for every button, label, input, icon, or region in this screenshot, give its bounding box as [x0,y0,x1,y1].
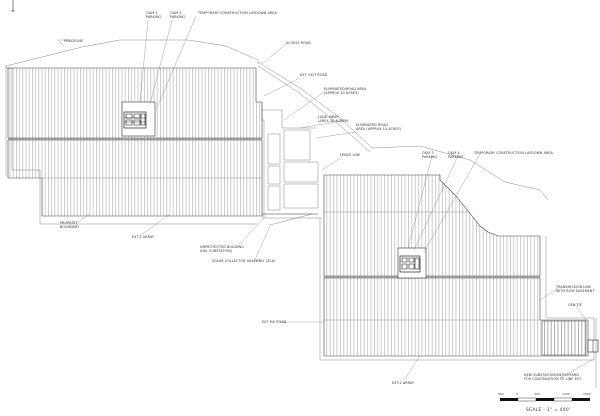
access-road-label: ACCESS ROAD [286,41,311,45]
solar-collector-label: SOLAR COLLECTOR ASSEMBLY (SCA) [212,259,275,263]
unprotected-building-label: UNPROTECTED BUILDING(INV. SUBSTATION) [200,245,244,253]
north-arrow-icon [11,0,15,12]
temp-laydown-east-label: TEMPORARY CONSTRUCTION LAYDOWN AREA [473,151,554,155]
temp-laydown-west-label: TEMPORARY CONSTRUCTION LAYDOWN AREA [197,11,278,15]
east-solar-array [323,174,589,357]
east-fenceline [319,218,595,361]
west-road-note-label: ELIMINATED/ROAD AREA(APPROX 10 ACRES) [324,87,367,95]
east-power-block [397,247,427,279]
subarray-west-label: EXT-1 ARRAY [132,235,155,239]
leader-lines [57,15,593,381]
west-fenceline [5,39,259,176]
scale-tick-0: 800 [498,392,504,396]
ext-road-label: EXT. EXIT ROAD [300,73,328,77]
land-swap-label: LAND SWAP(AREA 38 ACRES) [318,115,348,123]
scale-text: SCALE - 1" = 400' [526,407,570,413]
gen-tie-label: GEN-TIE [568,303,582,307]
scale-tick-1: 0 [516,392,518,396]
scale-tick-2: 400 [534,392,540,396]
scale-tick-4: 1600 [583,392,591,396]
land-swap-parcels [261,102,322,219]
scale-tick-3: 1200 [562,392,570,396]
west-power-block [121,101,156,137]
fenceline-label: FENCELINE [64,39,83,43]
substation-icon [587,318,599,388]
west-solar-array [7,67,263,217]
mv-line-label: EXT MV ROAD [262,320,287,324]
fence-line-mid-label: FENCE LINE [340,153,360,157]
access-road-lines [257,61,549,226]
scale-bar: 800 0 400 1200 1600 SCALE - 1" = 400' [498,392,591,413]
subarray-east-label: EXT-2 ARRAY [392,381,415,385]
